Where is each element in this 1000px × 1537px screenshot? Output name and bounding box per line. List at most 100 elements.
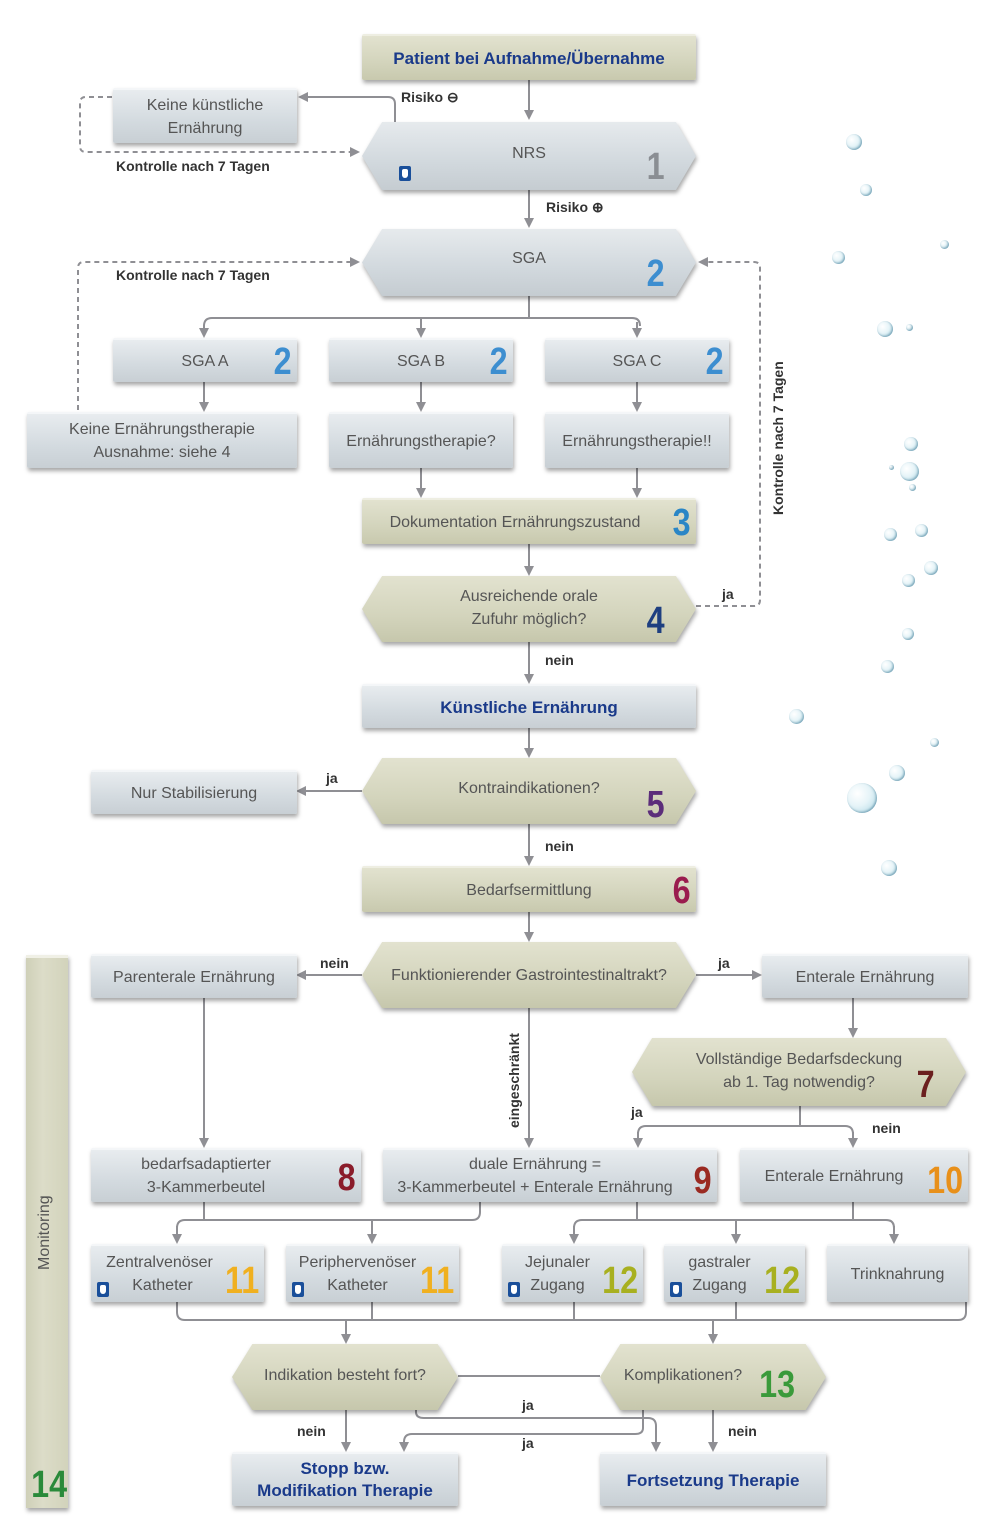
sga-a-step-number: 2 xyxy=(273,341,292,383)
no-artificial-line1: Keine künstliche xyxy=(146,96,264,114)
artificial-nutrition-box[interactable]: Künstliche Ernährung xyxy=(362,684,696,728)
edge-sga-split xyxy=(203,296,641,327)
sga-a-box[interactable]: SGA A 2 xyxy=(113,338,297,382)
monitoring-label: Monitoring xyxy=(36,1195,53,1270)
control-7-days-label-1: Kontrolle nach 7 Tagen xyxy=(116,158,270,174)
sga-step-number: 2 xyxy=(646,253,665,295)
sga-c-box[interactable]: SGA C 2 xyxy=(545,338,729,382)
no-therapy-box[interactable]: Keine Ernährungstherapie Ausnahme: siehe… xyxy=(27,412,297,468)
indication-continues-decision[interactable]: Indikation besteht fort? xyxy=(232,1344,458,1410)
three-chamber-bag-box[interactable]: bedarfsadaptierter 3-Kammerbeutel 8 xyxy=(91,1148,361,1202)
bubble-icon xyxy=(915,524,928,537)
control-7-days-label-3: Kontrolle nach 7 Tagen xyxy=(770,361,786,515)
enteral-nutrition-label: Enterale Ernährung xyxy=(795,968,935,986)
enteral-nutrition-box[interactable]: Enterale Ernährung xyxy=(762,954,968,998)
parenteral-nutrition-label: Parenterale Ernährung xyxy=(113,968,275,986)
no-therapy-line1: Keine Ernährungstherapie xyxy=(69,421,255,438)
three-chamber-step-number: 8 xyxy=(337,1157,356,1199)
bubble-icon xyxy=(906,324,913,331)
stop-line1: Stopp bzw. xyxy=(300,1459,390,1478)
sga-decision[interactable]: SGA 2 xyxy=(362,229,696,296)
full-coverage-line2: ab 1. Tag notwendig? xyxy=(723,1074,875,1091)
contra-no-label: nein xyxy=(545,838,574,854)
pvc-line2: Katheter xyxy=(327,1277,388,1294)
bubble-icon xyxy=(881,660,894,673)
bubble-icon xyxy=(900,462,919,481)
hand-icon xyxy=(670,1282,682,1297)
gastric-step-number: 12 xyxy=(763,1260,800,1302)
bubble-icon xyxy=(847,783,877,813)
dual-nutrition-box[interactable]: duale Ernährung = 3-Kammerbeutel + Enter… xyxy=(383,1148,717,1202)
documentation-box[interactable]: Dokumentation Ernährungszustand 3 xyxy=(362,498,696,544)
bubble-icon xyxy=(846,134,862,150)
stabilization-label: Nur Stabilisierung xyxy=(130,784,258,802)
therapy-question-box[interactable]: Ernährungstherapie? xyxy=(329,412,513,468)
control-7-days-label-2: Kontrolle nach 7 Tagen xyxy=(116,267,270,283)
requirement-assessment-label: Bedarfsermittlung xyxy=(466,881,592,899)
sga-a-label: SGA A xyxy=(181,352,229,370)
oral-yes-label: ja xyxy=(722,586,734,602)
continue-therapy-box[interactable]: Fortsetzung Therapie xyxy=(600,1452,826,1506)
parenteral-nutrition-box[interactable]: Parenterale Ernährung xyxy=(91,954,297,998)
stabilization-box[interactable]: Nur Stabilisierung xyxy=(91,770,297,814)
gi-tract-decision[interactable]: Funktionierender Gastrointestinaltrakt? xyxy=(362,942,696,1008)
no-artificial-nutrition-box[interactable]: Keine künstliche Ernährung xyxy=(113,88,297,143)
sga-c-label: SGA C xyxy=(612,352,662,370)
full-coverage-decision[interactable]: Vollständige Bedarfsdeckung ab 1. Tag no… xyxy=(632,1038,966,1106)
central-venous-catheter-box[interactable]: Zentralvenöser Katheter 11 xyxy=(91,1244,264,1302)
monitoring-bar[interactable] xyxy=(26,955,68,1508)
jejunal-access-box[interactable]: Jejunaler Zugang 12 xyxy=(502,1244,643,1302)
oral-intake-decision[interactable]: Ausreichende orale Zufuhr möglich? 4 xyxy=(362,576,696,642)
cvc-step-number: 11 xyxy=(224,1260,259,1302)
oral-nutrition-box[interactable]: Trinknahrung xyxy=(827,1244,968,1302)
bubble-icon xyxy=(924,561,938,575)
gastric-access-box[interactable]: gastraler Zugang 12 xyxy=(664,1244,805,1302)
risk-positive-label: Risiko ⊕ xyxy=(546,199,604,215)
oral-nutrition-label: Trinknahrung xyxy=(850,1265,945,1283)
therapy-question-label: Ernährungstherapie? xyxy=(346,432,496,450)
contraindications-label: Kontraindikationen? xyxy=(458,779,600,797)
bubble-icon xyxy=(889,465,894,470)
indication-yes-label: ja xyxy=(522,1397,534,1413)
complications-yes-label: ja xyxy=(522,1435,534,1451)
dual-nutrition-step-number: 9 xyxy=(693,1160,712,1202)
bubble-icon xyxy=(902,574,915,587)
indication-no-label: nein xyxy=(297,1423,326,1439)
enteral-nutrition-10-label: Enterale Ernährung xyxy=(764,1167,904,1185)
bubble-icon xyxy=(909,484,916,491)
oral-intake-step-number: 4 xyxy=(646,600,665,642)
therapy-required-box[interactable]: Ernährungstherapie!! xyxy=(545,412,729,468)
bubble-icon xyxy=(832,251,845,264)
start-patient-admission[interactable]: Patient bei Aufnahme/Übernahme xyxy=(362,34,696,80)
requirement-assessment-box[interactable]: Bedarfsermittlung 6 xyxy=(362,866,696,912)
stop-modify-therapy-box[interactable]: Stopp bzw. Modifikation Therapie xyxy=(232,1452,458,1506)
pvc-step-number: 11 xyxy=(419,1260,454,1302)
contraindications-decision[interactable]: Kontraindikationen? 5 xyxy=(362,758,696,824)
peripheral-venous-catheter-box[interactable]: Periphervenöser Katheter 11 xyxy=(286,1244,459,1302)
bubble-icon xyxy=(877,321,893,337)
nrs-step-number: 1 xyxy=(646,146,665,188)
sga-label: SGA xyxy=(512,250,546,267)
nrs-decision[interactable]: NRS 1 xyxy=(362,122,696,190)
jejunal-line1: Jejunaler xyxy=(525,1254,590,1271)
bubble-icon xyxy=(881,860,897,876)
contra-yes-label: ja xyxy=(326,770,338,786)
sga-b-box[interactable]: SGA B 2 xyxy=(329,338,513,382)
enteral-nutrition-10-box[interactable]: Enterale Ernährung 10 xyxy=(740,1148,968,1202)
full-coverage-line1: Vollständige Bedarfsdeckung xyxy=(695,1051,903,1068)
sga-b-step-number: 2 xyxy=(489,341,508,383)
bubble-icon xyxy=(902,628,914,640)
artificial-nutrition-label: Künstliche Ernährung xyxy=(440,697,618,717)
three-chamber-line2: 3-Kammerbeutel xyxy=(146,1179,266,1196)
jejunal-line2: Zugang xyxy=(530,1277,585,1294)
complications-label: Komplikationen? xyxy=(623,1366,743,1384)
continue-therapy-label: Fortsetzung Therapie xyxy=(626,1470,800,1490)
bubble-icon xyxy=(860,184,872,196)
therapy-required-label: Ernährungstherapie!! xyxy=(562,432,712,450)
complications-step-number: 13 xyxy=(758,1364,795,1406)
hand-icon xyxy=(292,1282,304,1297)
gastric-line2: Zugang xyxy=(692,1277,747,1294)
oral-intake-label: Ausreichende orale Zufuhr möglich? xyxy=(460,585,598,631)
no-artificial-line2: Ernährung xyxy=(167,119,243,137)
complications-decision[interactable]: Komplikationen? 13 xyxy=(600,1344,826,1410)
